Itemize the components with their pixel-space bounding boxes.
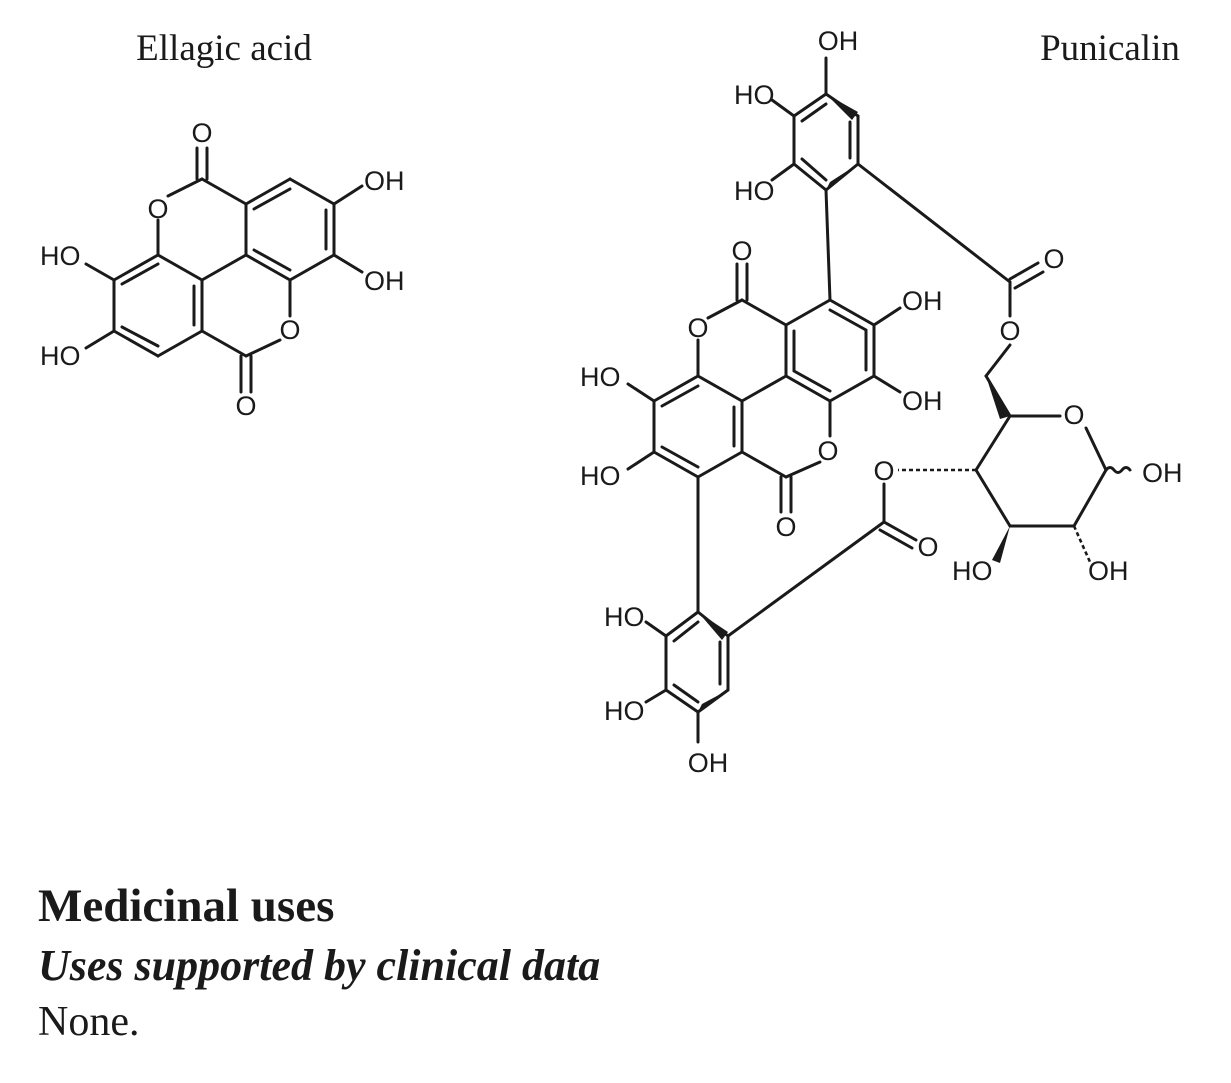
atom-label: HO bbox=[40, 341, 81, 371]
section-heading: Medicinal uses bbox=[38, 880, 335, 932]
atom-label: HO bbox=[952, 556, 993, 586]
atom-label: OH bbox=[1088, 556, 1129, 586]
atom-label: O bbox=[235, 391, 256, 421]
atom-label: O bbox=[817, 436, 838, 466]
atom-label: O bbox=[279, 315, 300, 345]
punicalin-title: Punicalin bbox=[1040, 28, 1180, 69]
atom-label: HO bbox=[734, 80, 775, 110]
atom-label: OH bbox=[1142, 458, 1183, 488]
atom-label: O bbox=[917, 532, 938, 562]
atom-label: OH bbox=[902, 286, 943, 316]
ellagic-acid-title: Ellagic acid bbox=[136, 28, 312, 69]
atom-label: O bbox=[775, 512, 796, 542]
ellagic-acid-bonds bbox=[84, 146, 364, 394]
atom-label: HO bbox=[580, 362, 621, 392]
punicalin-bonds bbox=[626, 56, 1132, 744]
ellagic-acid-structure: Ellagic acid bbox=[40, 28, 405, 421]
atom-label: OH bbox=[818, 26, 859, 56]
atom-label: HO bbox=[734, 176, 775, 206]
atom-label: HO bbox=[604, 696, 645, 726]
atom-label: OH bbox=[902, 386, 943, 416]
atom-label: HO bbox=[40, 241, 81, 271]
chemical-structures: Ellagic acid bbox=[40, 26, 1183, 778]
atom-label: OH bbox=[364, 266, 405, 296]
atom-label: O bbox=[191, 118, 212, 148]
atom-label: OH bbox=[688, 748, 729, 778]
atom-label: O bbox=[731, 236, 752, 266]
atom-label: O bbox=[999, 316, 1020, 346]
atom-label: O bbox=[147, 194, 168, 224]
atom-label: O bbox=[1063, 400, 1084, 430]
atom-label: O bbox=[873, 456, 894, 486]
atom-label: OH bbox=[364, 166, 405, 196]
atom-label: O bbox=[1043, 244, 1064, 274]
punicalin-structure: Punicalin bbox=[580, 26, 1183, 778]
atom-label: HO bbox=[580, 461, 621, 491]
atom-label: HO bbox=[604, 602, 645, 632]
section-subheading: Uses supported by clinical data bbox=[38, 941, 601, 990]
atom-label: O bbox=[687, 313, 708, 343]
medicinal-uses-section: Medicinal uses Uses supported by clinica… bbox=[38, 875, 1188, 1049]
section-body: None. bbox=[38, 999, 140, 1045]
